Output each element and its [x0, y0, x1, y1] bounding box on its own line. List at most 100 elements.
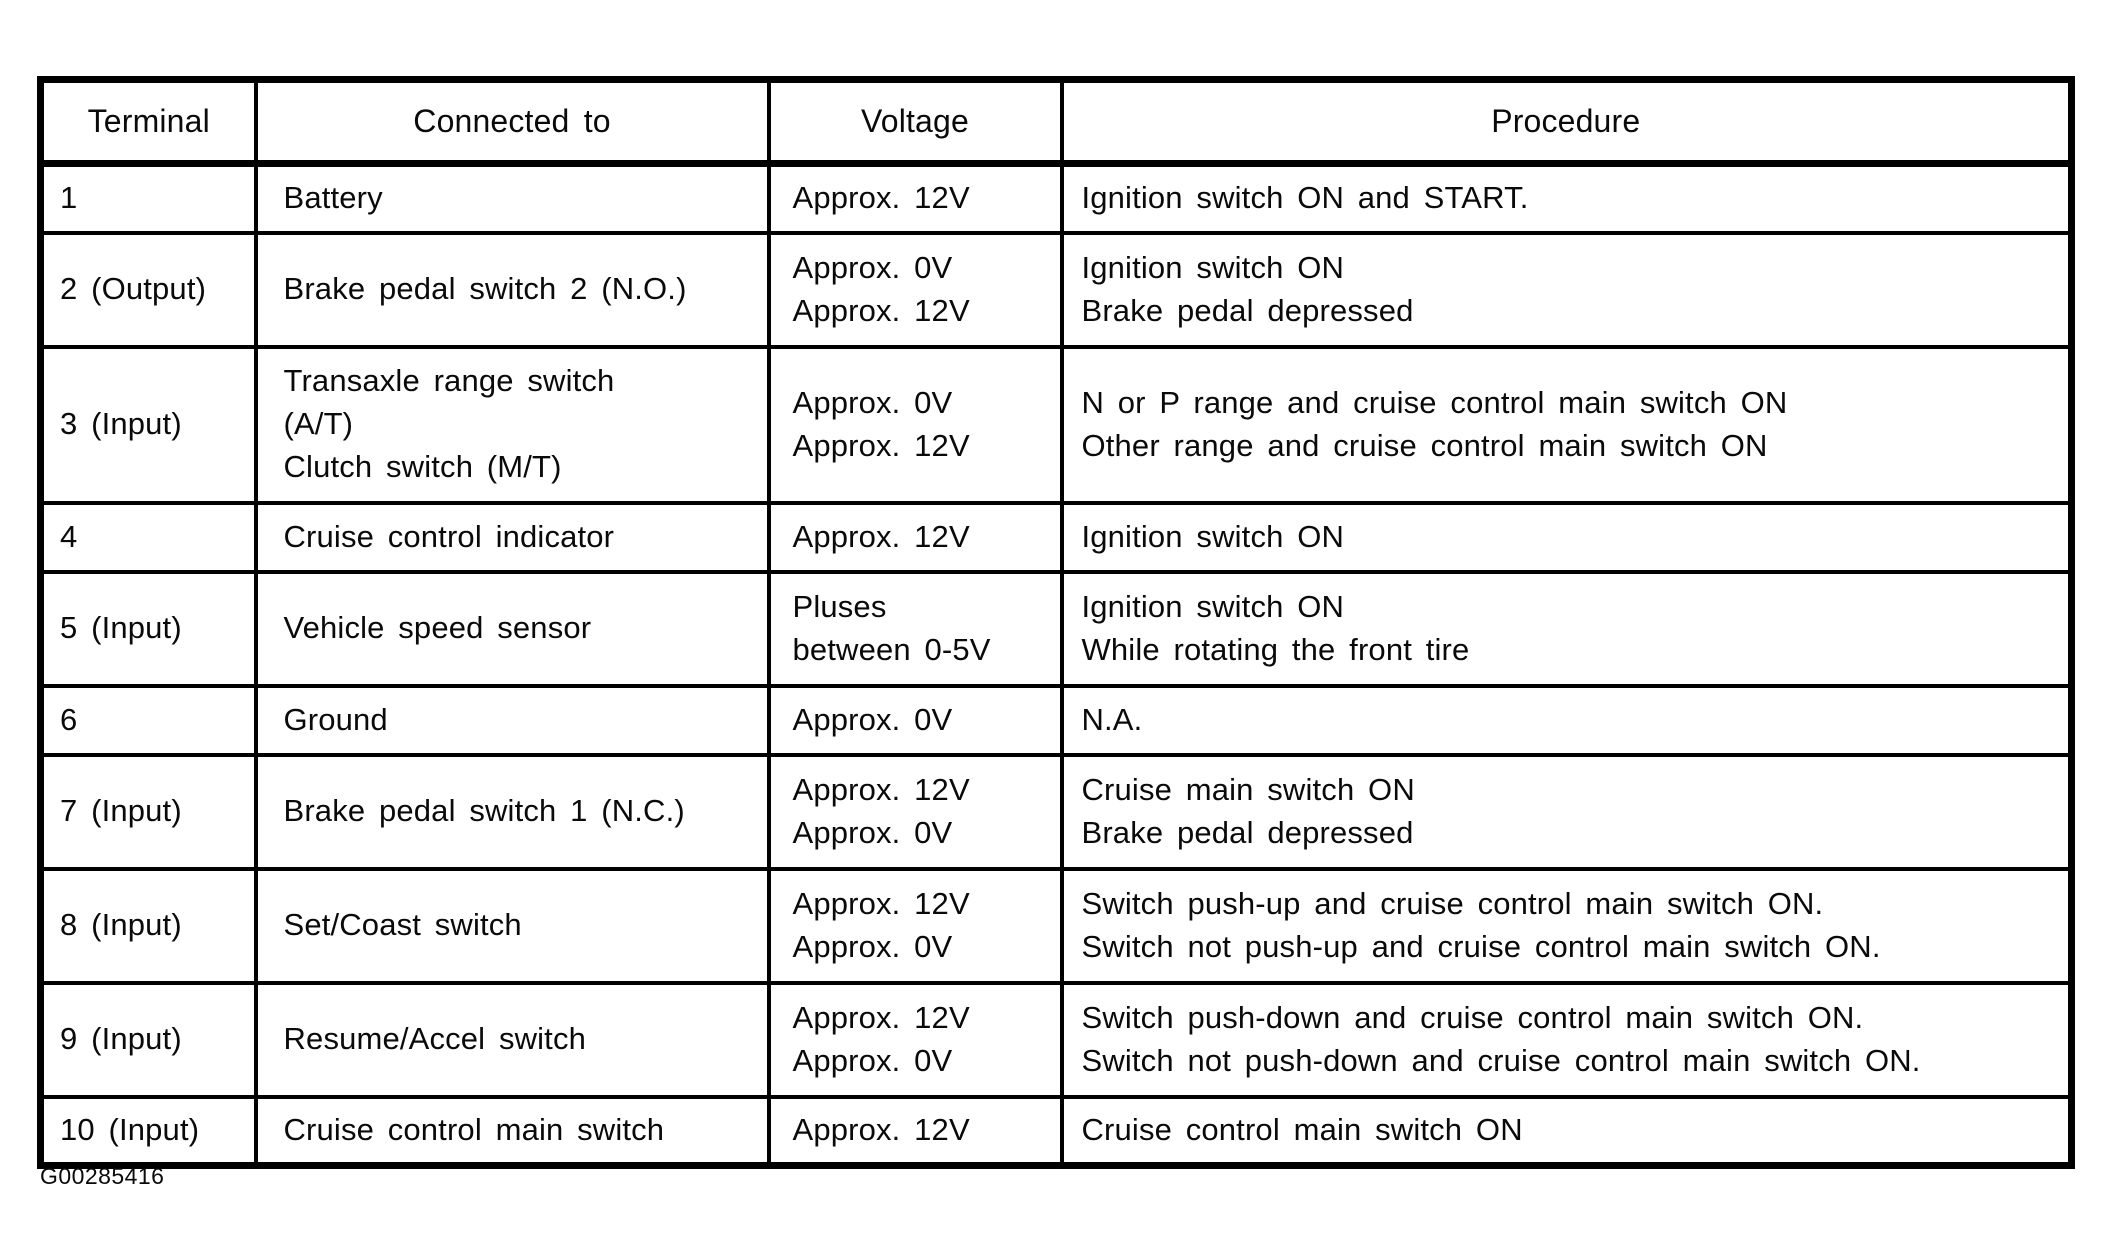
- cell-connected: Brake pedal switch 2 (N.O.): [253, 230, 771, 349]
- cell-line: Brake pedal switch 1 (N.C.): [283, 793, 685, 829]
- cell-terminal: 2 (Output): [38, 230, 258, 349]
- cell-terminal: 5 (Input): [38, 569, 258, 688]
- table-row: 7 (Input) Brake pedal switch 1 (N.C.) Ap…: [38, 752, 2074, 871]
- table-row: 5 (Input) Vehicle speed sensor Pluses be…: [38, 569, 2074, 688]
- cell-line: Approx. 12V: [792, 518, 970, 554]
- cell-line: Switch not push-up and cruise control ma…: [1081, 928, 1881, 964]
- cell-voltage: Approx. 0V: [766, 683, 1064, 757]
- cell-line: Ground: [283, 701, 388, 737]
- figure-code: G00285416: [40, 1163, 165, 1189]
- cell-line: Brake pedal switch 2 (N.O.): [283, 271, 687, 307]
- cell-line: Approx. 0V: [792, 384, 953, 420]
- cell-line: Battery: [283, 180, 383, 216]
- cell-connected: Battery: [253, 161, 771, 235]
- cell-line: Approx. 0V: [792, 814, 953, 850]
- header-connected-to: Connected to: [253, 77, 771, 167]
- cell-procedure: Ignition switch ON: [1059, 500, 2074, 574]
- table-row: 9 (Input) Resume/Accel switch Approx. 12…: [38, 980, 2074, 1099]
- cell-voltage: Approx. 0V Approx. 12V: [766, 230, 1064, 349]
- cell-voltage: Approx. 0V Approx. 12V: [766, 344, 1064, 505]
- header-voltage: Voltage: [766, 77, 1064, 167]
- cell-line: Cruise control main switch: [283, 1111, 665, 1147]
- header-procedure: Procedure: [1059, 77, 2074, 167]
- cell-terminal: 6: [38, 683, 258, 757]
- cell-voltage: Approx. 12V Approx. 0V: [766, 752, 1064, 871]
- cell-procedure: Ignition switch ON While rotating the fr…: [1059, 569, 2074, 688]
- cell-line: Approx. 0V: [792, 249, 953, 285]
- terminal-spec-table: Terminal Connected to Voltage Procedure …: [37, 76, 2075, 1169]
- cell-line: Resume/Accel switch: [283, 1021, 586, 1057]
- cell-terminal: 9 (Input): [38, 980, 258, 1099]
- cell-connected: Cruise control main switch: [253, 1094, 771, 1168]
- cell-line: Transaxle range switch: [283, 363, 615, 399]
- cell-voltage: Approx. 12V: [766, 161, 1064, 235]
- header-row: Terminal Connected to Voltage Procedure: [38, 77, 2074, 167]
- table-row: 10 (Input) Cruise control main switch Ap…: [38, 1094, 2074, 1168]
- cell-terminal: 10 (Input): [38, 1094, 258, 1168]
- cell-line: Approx. 12V: [792, 427, 970, 463]
- cell-line: Cruise main switch ON: [1081, 771, 1415, 807]
- table-row: 8 (Input) Set/Coast switch Approx. 12V A…: [38, 866, 2074, 985]
- cell-line: Ignition switch ON: [1081, 249, 1345, 285]
- cell-connected: Resume/Accel switch: [253, 980, 771, 1099]
- cell-terminal: 4: [38, 500, 258, 574]
- cell-connected: Set/Coast switch: [253, 866, 771, 985]
- cell-line: Brake pedal depressed: [1081, 292, 1414, 328]
- cell-line: Ignition switch ON: [1081, 588, 1345, 624]
- header-terminal: Terminal: [38, 77, 258, 167]
- cell-terminal: 3 (Input): [38, 344, 258, 505]
- cell-line: Switch not push-down and cruise control …: [1081, 1042, 1921, 1078]
- cell-line: Ignition switch ON: [1081, 518, 1345, 554]
- cell-line: Switch push-up and cruise control main s…: [1081, 885, 1824, 921]
- cell-line: Vehicle speed sensor: [283, 610, 592, 646]
- table-row: 6 Ground Approx. 0V N.A.: [38, 683, 2074, 757]
- table-row: 3 (Input) Transaxle range switch (A/T) C…: [38, 344, 2074, 505]
- cell-line: between 0-5V: [792, 631, 991, 667]
- cell-line: N.A.: [1081, 701, 1143, 737]
- cell-voltage: Approx. 12V Approx. 0V: [766, 980, 1064, 1099]
- table-row: 4 Cruise control indicator Approx. 12V I…: [38, 500, 2074, 574]
- cell-line: Ignition switch ON and START.: [1081, 180, 1529, 216]
- cell-procedure: Ignition switch ON Brake pedal depressed: [1059, 230, 2074, 349]
- cell-connected: Brake pedal switch 1 (N.C.): [253, 752, 771, 871]
- cell-procedure: Ignition switch ON and START.: [1059, 161, 2074, 235]
- cell-terminal: 1: [38, 161, 258, 235]
- cell-line: Cruise control main switch ON: [1081, 1111, 1523, 1147]
- cell-line: Approx. 12V: [792, 885, 970, 921]
- table-row: 2 (Output) Brake pedal switch 2 (N.O.) A…: [38, 230, 2074, 349]
- cell-terminal: 7 (Input): [38, 752, 258, 871]
- cell-line: Approx. 12V: [792, 771, 970, 807]
- cell-line: Approx. 12V: [792, 180, 970, 216]
- cell-line: Approx. 12V: [792, 1111, 970, 1147]
- cell-procedure: Switch push-down and cruise control main…: [1059, 980, 2074, 1099]
- table-row: 1 Battery Approx. 12V Ignition switch ON…: [38, 161, 2074, 235]
- cell-voltage: Approx. 12V: [766, 500, 1064, 574]
- cell-line: Approx. 12V: [792, 292, 970, 328]
- cell-procedure: N or P range and cruise control main swi…: [1059, 344, 2074, 505]
- cell-line: Switch push-down and cruise control main…: [1081, 999, 1864, 1035]
- cell-voltage: Approx. 12V Approx. 0V: [766, 866, 1064, 985]
- cell-line: Approx. 0V: [792, 928, 953, 964]
- cell-procedure: Switch push-up and cruise control main s…: [1059, 866, 2074, 985]
- cell-line: Other range and cruise control main swit…: [1081, 427, 1768, 463]
- cell-line: Approx. 0V: [792, 1042, 953, 1078]
- cell-line: Set/Coast switch: [283, 907, 522, 943]
- cell-line: N or P range and cruise control main swi…: [1081, 384, 1788, 420]
- cell-line: Brake pedal depressed: [1081, 814, 1414, 850]
- cell-line: Clutch switch (M/T): [283, 448, 562, 484]
- cell-voltage: Approx. 12V: [766, 1094, 1064, 1168]
- cell-procedure: N.A.: [1059, 683, 2074, 757]
- cell-line: While rotating the front tire: [1081, 631, 1470, 667]
- cell-procedure: Cruise main switch ON Brake pedal depres…: [1059, 752, 2074, 871]
- cell-line: Approx. 0V: [792, 701, 953, 737]
- cell-line: Cruise control indicator: [283, 518, 615, 554]
- cell-voltage: Pluses between 0-5V: [766, 569, 1064, 688]
- cell-connected: Ground: [253, 683, 771, 757]
- cell-connected: Vehicle speed sensor: [253, 569, 771, 688]
- cell-connected: Cruise control indicator: [253, 500, 771, 574]
- cell-line: Approx. 12V: [792, 999, 970, 1035]
- cell-line: (A/T): [283, 406, 354, 442]
- cell-procedure: Cruise control main switch ON: [1059, 1094, 2074, 1168]
- cell-connected: Transaxle range switch (A/T) Clutch swit…: [253, 344, 771, 505]
